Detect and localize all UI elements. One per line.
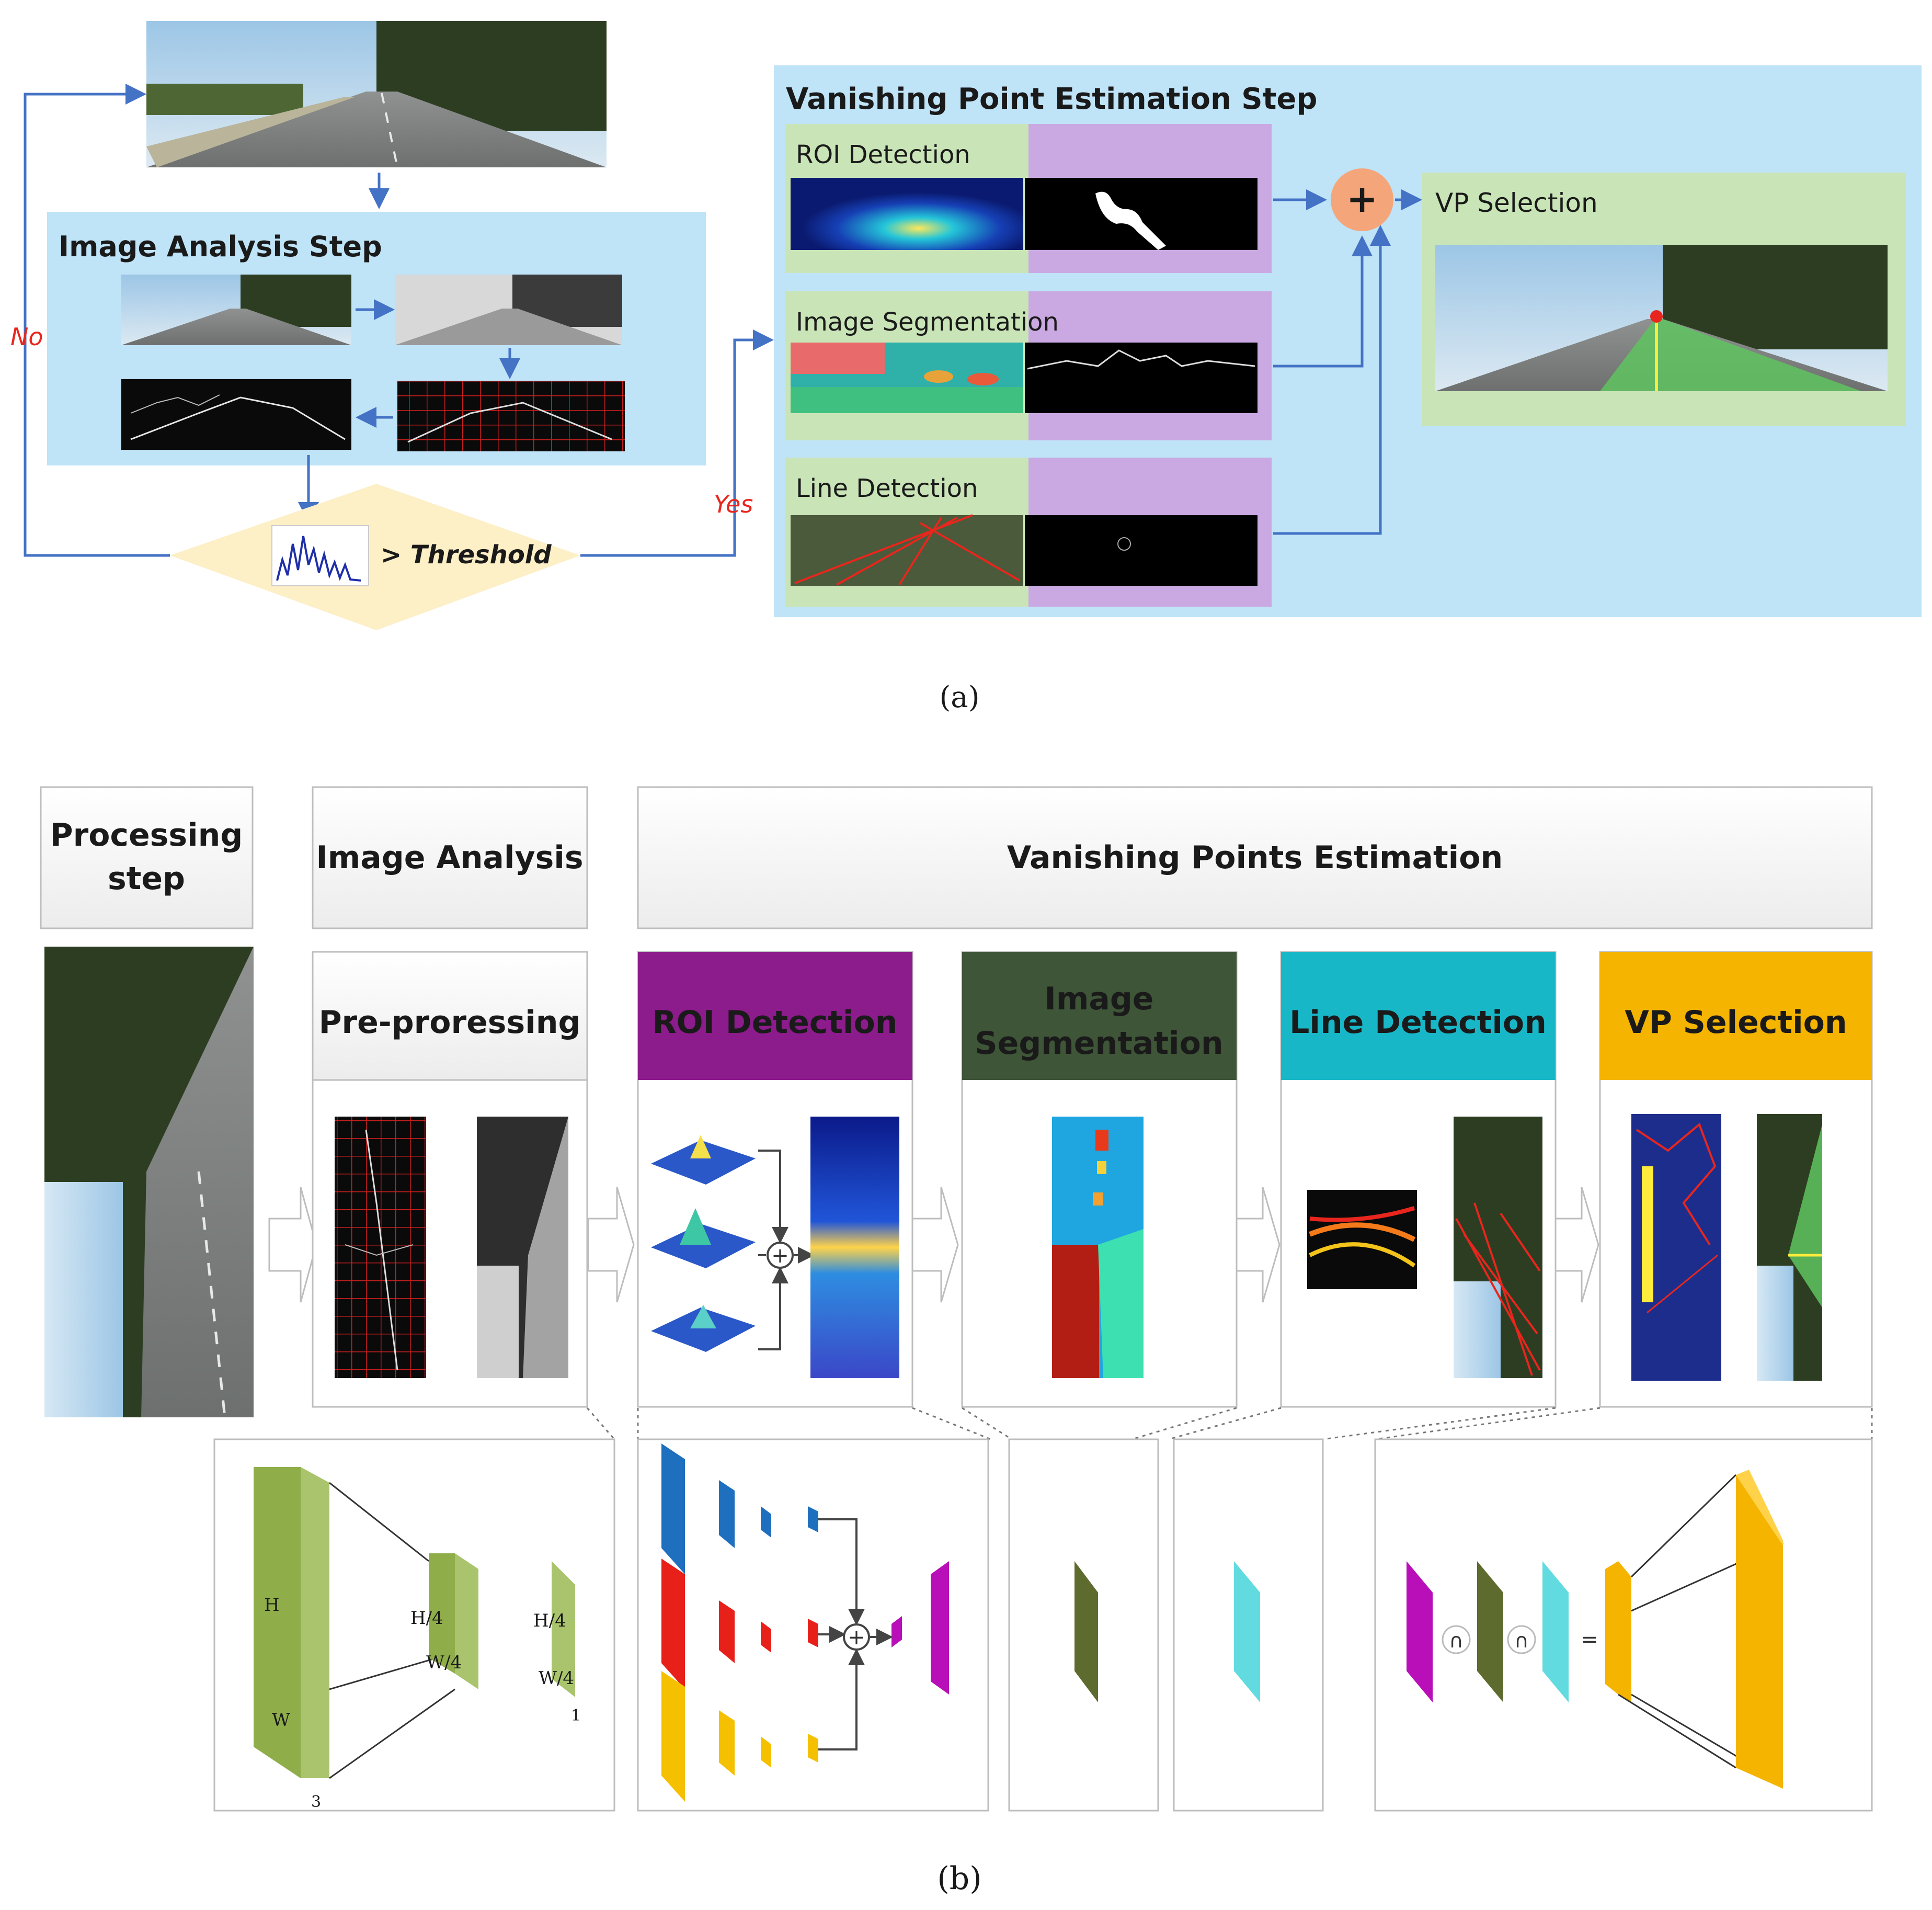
image-analysis-title: Image Analysis Step [59, 230, 382, 263]
dim-1: 1 [571, 1707, 581, 1725]
roi-mask [1025, 178, 1257, 250]
pre-feature-blocks [254, 1467, 575, 1779]
yes-label: Yes [714, 490, 753, 518]
roi-branches [661, 1443, 949, 1802]
vp-result-vertical [1757, 1114, 1822, 1381]
caption-b: (b) [937, 1860, 981, 1897]
vertical-road-image [44, 947, 254, 1418]
threshold-label: > Threshold [381, 540, 552, 570]
stage-line-label: Line Detection [1289, 1004, 1547, 1041]
vp-overlay-image [1631, 1114, 1721, 1381]
stage-arrows [268, 1187, 1599, 1303]
stage-seg-header [962, 952, 1237, 1080]
line-vertical-image [1454, 1117, 1542, 1378]
input-road-image [146, 21, 607, 168]
dim-w4-b: W/4 [539, 1668, 574, 1689]
roi-heat-vertical [810, 1117, 899, 1378]
line-label: Line Detection [796, 474, 978, 503]
pre-grid-image [335, 1117, 426, 1378]
stage-seg-label1: Image [1045, 981, 1154, 1017]
stage-line-header [1281, 952, 1556, 1080]
panel-b: Processing step Image Analysis Vanishing… [40, 786, 1873, 1897]
roi-plus-circle [767, 1242, 794, 1269]
vp-operand-purple [1407, 1561, 1433, 1702]
intersect-2: ∩ [1514, 1629, 1529, 1652]
roi-label: ROI Detection [796, 140, 970, 169]
combine-plus: + [1346, 177, 1378, 221]
intersect-1: ∩ [1449, 1629, 1464, 1652]
stage-vp-header [1600, 952, 1872, 1080]
threshold-diamond [170, 484, 580, 630]
detail-connectors [586, 1407, 1873, 1440]
no-label: No [10, 323, 43, 351]
stage-pre-header [312, 951, 588, 1081]
dim-h: H [264, 1595, 280, 1616]
header-analysis-box [312, 786, 588, 929]
line-edges [1025, 515, 1257, 586]
segmentation-row: Image Segmentation [785, 291, 1272, 440]
roi-mask-shape [1095, 191, 1166, 250]
seg-vertical-map [1052, 1117, 1144, 1378]
roi-branch-plus: + [848, 1625, 865, 1650]
combine-plus-circle [1331, 168, 1393, 231]
header-estimation: Vanishing Points Estimation [1007, 839, 1503, 876]
vp-output-block [1605, 1470, 1784, 1789]
header-processing-line1: Processing [50, 817, 243, 854]
vp-operand-cyan [1542, 1561, 1569, 1702]
intersect-2-circle [1507, 1625, 1536, 1654]
dim-h4-a: H/4 [410, 1608, 443, 1629]
dim-3: 3 [311, 1793, 321, 1811]
analysis-thumb-grid [397, 381, 625, 451]
roi-plot-arrow-top [758, 1150, 788, 1244]
dim-w4-a: W/4 [426, 1652, 462, 1673]
stage-roi-label: ROI Detection [652, 1004, 897, 1041]
vp-selection-label: VP Selection [1435, 188, 1598, 218]
caption-a: (a) [939, 680, 979, 714]
stage-seg-label2: Segmentation [975, 1025, 1223, 1062]
header-processing-box [40, 786, 254, 929]
roi-row: ROI Detection [785, 124, 1272, 273]
roi-heatmap [791, 178, 1023, 250]
panel-a: Image Analysis Step [10, 21, 1922, 714]
vp-operand-olive [1477, 1561, 1503, 1702]
stage-pre-label: Pre-proressing [319, 1004, 581, 1041]
vp-result-image [1435, 245, 1888, 391]
roi-branch-arrow-bottom [818, 1648, 865, 1750]
line-row: Line Detection [785, 458, 1272, 607]
segmentation-label: Image Segmentation [796, 308, 1059, 337]
header-processing-line2: step [108, 860, 185, 897]
roi-branch-plus-circle [843, 1623, 870, 1651]
analysis-thumb-gray [395, 275, 622, 345]
segmentation-edges [1025, 343, 1257, 413]
header-estimation-box [637, 786, 1873, 929]
intersect-1-circle [1442, 1625, 1471, 1654]
roi-plot-arrow-bottom [758, 1267, 788, 1350]
no-loop-arrow [24, 84, 170, 557]
roi-plus: + [771, 1244, 789, 1268]
line-feature [1234, 1561, 1260, 1702]
stage-vp-label: VP Selection [1625, 1004, 1847, 1041]
stage-roi-header [638, 952, 912, 1080]
arrow-line-plus [1273, 225, 1391, 535]
vp-estimation-title: Vanishing Point Estimation Step [786, 82, 1317, 116]
yes-arrow [580, 329, 774, 557]
pre-gray-image [477, 1117, 568, 1378]
hough-accumulator [1307, 1190, 1417, 1289]
dim-h4-b: H/4 [533, 1610, 566, 1631]
roi-surface-plots [651, 1135, 756, 1352]
seg-feature [1074, 1561, 1098, 1702]
analysis-thumb-edges [121, 379, 351, 450]
dim-w: W [272, 1710, 290, 1731]
histogram-icon [271, 525, 369, 586]
roi-branch-arrow-top [818, 1518, 865, 1625]
analysis-thumb-color [121, 275, 351, 345]
header-analysis: Image Analysis [316, 839, 583, 876]
equals-sign: = [1581, 1628, 1598, 1652]
arrow-seg-plus [1273, 235, 1373, 368]
line-image [791, 515, 1023, 586]
